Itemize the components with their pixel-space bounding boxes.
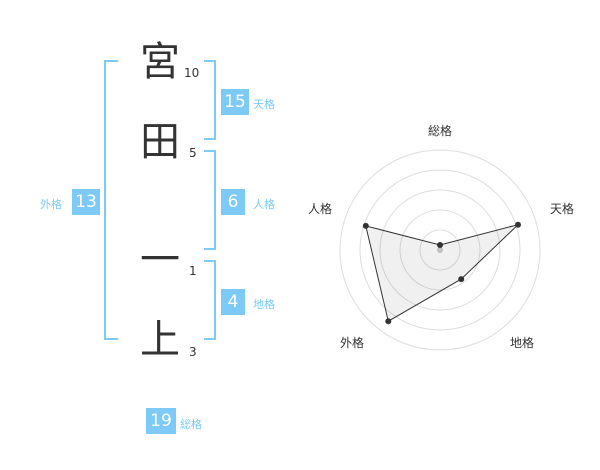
jinkaku-bracket — [204, 150, 216, 250]
radar-point-soukaku — [437, 242, 443, 248]
chikaku-label: 地格 — [253, 298, 275, 311]
soukaku-value: 19 — [146, 408, 176, 434]
jinkaku-value: 6 — [221, 189, 245, 215]
radar-point-gaikaku — [385, 318, 392, 325]
radar-label-soukaku: 総格 — [428, 124, 453, 138]
stroke-count-3: 1 — [189, 264, 197, 278]
radar-polygon — [365, 223, 520, 322]
radar-point-jinkaku — [362, 222, 369, 229]
soukaku-label: 総格 — [180, 418, 202, 431]
name-char-4: 上 — [140, 317, 180, 363]
radar-point-chikaku — [458, 276, 465, 283]
gaikaku-label: 外格 — [40, 198, 62, 211]
radar-label-gaikaku: 外格 — [340, 336, 365, 350]
jinkaku-label: 人格 — [253, 198, 275, 211]
gaikaku-value: 13 — [72, 189, 100, 215]
gaikaku-bracket — [104, 60, 118, 340]
radar-point-tenkaku — [515, 221, 521, 228]
stroke-count-4: 3 — [189, 345, 197, 359]
name-char-2: 田 — [140, 119, 180, 165]
radar-label-chikaku: 地格 — [510, 336, 535, 350]
name-char-3: 一 — [140, 237, 180, 283]
tenkaku-label: 天格 — [253, 98, 275, 111]
stroke-count-2: 5 — [189, 146, 197, 160]
chikaku-value: 4 — [221, 289, 245, 315]
radar-grid — [339, 149, 541, 351]
stroke-count-1: 10 — [184, 66, 200, 80]
tenkaku-bracket — [204, 60, 216, 140]
chikaku-bracket — [204, 260, 216, 340]
name-char-1: 宮 — [140, 39, 180, 85]
radar-label-jinkaku: 人格 — [308, 202, 333, 216]
radar-label-tenkaku: 天格 — [550, 202, 575, 216]
tenkaku-value: 15 — [221, 89, 249, 115]
